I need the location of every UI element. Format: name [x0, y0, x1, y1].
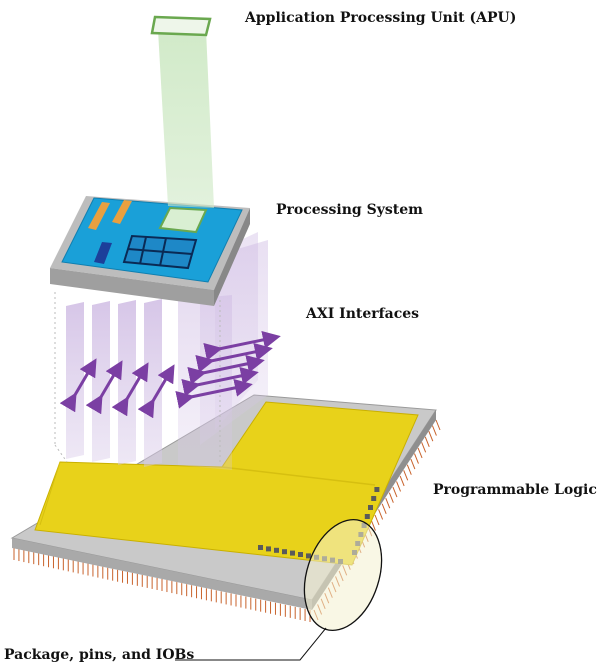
iob-block	[368, 505, 373, 510]
ps-apu-slot	[158, 206, 208, 234]
pl-divider-line	[221, 466, 376, 486]
axi-arrow-horizontal-5	[175, 379, 253, 409]
package-pin	[388, 492, 394, 503]
package-pin	[417, 447, 423, 459]
package-pin	[374, 514, 380, 526]
ps-blue-block	[94, 242, 112, 264]
apu-beam	[150, 15, 214, 208]
guide-lines	[54, 292, 221, 465]
package-pin	[396, 481, 401, 492]
package-label: Package, pins, and IOBs	[4, 647, 194, 663]
package-pin	[370, 520, 376, 531]
ps-orange-block-2	[112, 200, 132, 224]
iob-block	[298, 552, 303, 557]
iob-block	[290, 550, 295, 556]
package-pin	[410, 458, 416, 470]
package-pin	[431, 425, 437, 436]
package-pin	[399, 475, 405, 487]
package-pin	[414, 453, 419, 464]
ps-grid-block	[122, 234, 198, 270]
iob-block	[274, 547, 279, 553]
ps-orange-block-1	[88, 202, 110, 230]
pl-divider-line-2	[39, 461, 61, 526]
axi-arrow-vertical-4	[137, 364, 175, 419]
apu-label: Application Processing Unit (APU)	[244, 10, 516, 26]
ps-base-front	[50, 268, 214, 306]
iob-block	[258, 545, 263, 550]
iob-block	[374, 487, 380, 492]
axi-interfaces-label: AXI Interfaces	[305, 306, 419, 322]
package-pin	[406, 464, 412, 475]
package-front-face	[12, 538, 312, 610]
iob-block	[266, 546, 271, 552]
callout-leader-line	[175, 627, 327, 661]
package-pin	[435, 419, 441, 431]
iob-block	[371, 496, 377, 501]
package-pin	[392, 486, 398, 498]
package-pin	[385, 498, 391, 509]
axi-arrows	[59, 331, 281, 419]
package-pin	[428, 430, 434, 442]
package-callout	[175, 519, 383, 661]
processing-system-board	[50, 196, 250, 306]
programmable-logic-label: Programmable Logic	[433, 482, 597, 498]
processing-system-label: Processing System	[276, 202, 423, 218]
ps-base-right	[214, 208, 250, 306]
package-pin	[378, 509, 384, 520]
iob-block	[282, 549, 287, 555]
apu-chip-top	[150, 15, 212, 37]
package-pin	[403, 470, 409, 481]
iob-block	[364, 514, 370, 519]
package-pin	[424, 436, 430, 447]
package-pin	[381, 503, 387, 515]
package-pin	[421, 442, 427, 453]
iob-block	[306, 553, 311, 559]
